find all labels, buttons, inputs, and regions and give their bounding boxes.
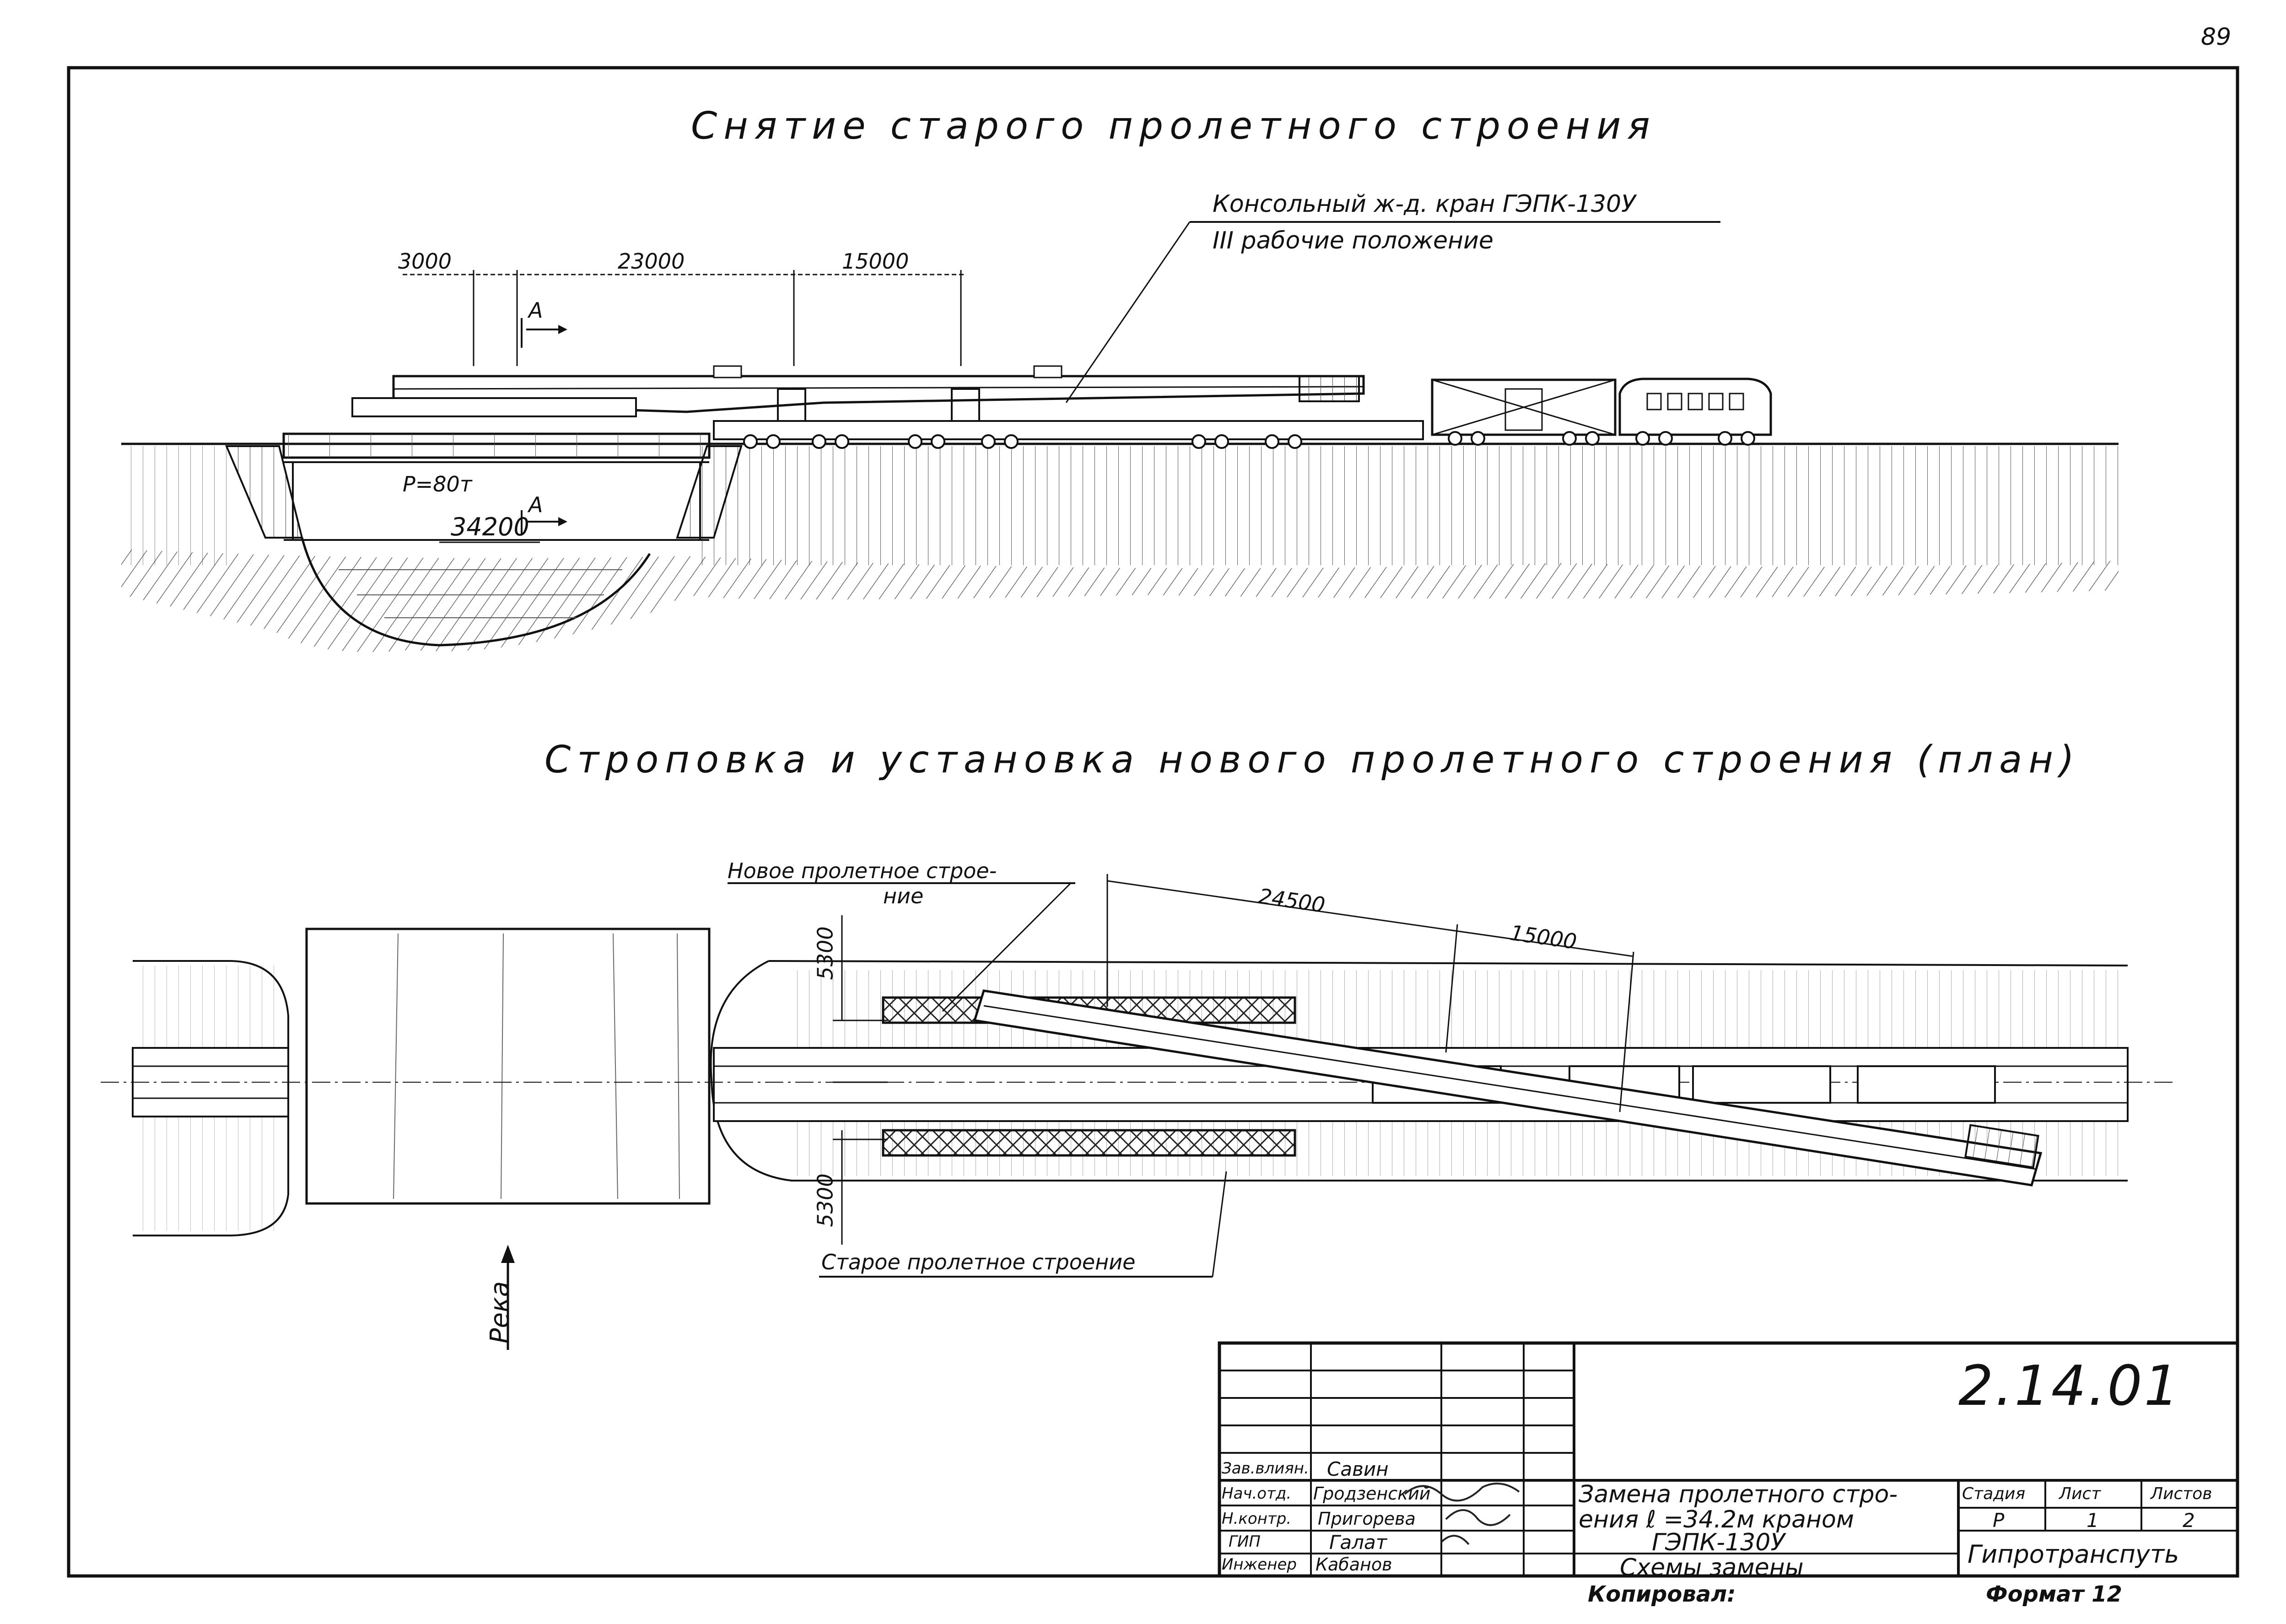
plan-title: Строповка и установка нового пролетного … xyxy=(545,738,2081,782)
crane-label: Консольный ж-д. кран ГЭПК-130У xyxy=(1213,190,1636,218)
page-number: 89 xyxy=(2201,23,2232,51)
boxcar xyxy=(1431,378,1617,446)
description-line2: ения ℓ =34.2м краном xyxy=(1579,1506,1855,1533)
dimension-23000: 23000 xyxy=(618,249,685,274)
new-span-label-line1: Новое пролетное строе- xyxy=(728,858,997,883)
stage-value: Р xyxy=(1993,1509,2005,1532)
format-label: Формат 12 xyxy=(1986,1581,2122,1607)
name-1: Савин xyxy=(1327,1458,1389,1480)
riverbed xyxy=(301,537,651,647)
role-2: Нач.отд. xyxy=(1222,1484,1292,1503)
swung-boom xyxy=(973,989,2043,1187)
name-2: Гродзенский xyxy=(1313,1484,1431,1504)
dimension-3000: 3000 xyxy=(398,249,452,274)
old-span xyxy=(882,1129,1296,1157)
left-bank xyxy=(133,960,289,1236)
old-span-truss xyxy=(282,432,711,541)
drawing-code: 2.14.01 xyxy=(1958,1354,2181,1418)
name-4: Галат xyxy=(1329,1531,1387,1554)
role-4: ГИП xyxy=(1229,1532,1261,1551)
name-3: Пригорева xyxy=(1318,1509,1416,1529)
section-a-top: А xyxy=(528,298,543,323)
crane-boom xyxy=(351,365,1365,417)
elevation-dimensions xyxy=(403,270,965,543)
river-arrow xyxy=(501,1245,515,1350)
load-label: P=80т xyxy=(403,472,472,496)
role-5: Инженер xyxy=(1222,1555,1297,1574)
locomotive xyxy=(1618,378,1772,446)
crane-carriages xyxy=(713,388,1424,449)
sheet-value: 1 xyxy=(2087,1509,2099,1532)
sheets-header: Листов xyxy=(2151,1484,2212,1503)
plan-dimensions xyxy=(833,874,1634,1245)
plan-view xyxy=(101,874,2173,1350)
elevation-title: Снятие старого пролетного строения xyxy=(691,104,1656,148)
description-line1: Замена пролетного стро- xyxy=(1579,1481,1898,1508)
river-label: Река xyxy=(485,1281,515,1344)
drawing-frame xyxy=(67,66,2239,1578)
new-span-label-line2: ние xyxy=(883,884,924,908)
dimension-5300-top: 5300 xyxy=(813,926,838,980)
role-3: Н.контр. xyxy=(1222,1510,1292,1528)
copied-label: Копировал: xyxy=(1588,1581,1736,1607)
elevation-view xyxy=(121,221,2119,652)
sheets-value: 2 xyxy=(2183,1509,2195,1532)
description-line3: ГЭПК-130У xyxy=(1652,1529,1785,1556)
span-length: 34200 xyxy=(451,513,529,541)
section-a-bottom: А xyxy=(528,492,543,517)
sheet-header: Лист xyxy=(2059,1484,2101,1503)
drawing-subtitle: Схемы замены xyxy=(1620,1554,1804,1581)
river-channel xyxy=(305,928,711,1205)
dimension-15000: 15000 xyxy=(842,249,909,274)
signatures xyxy=(1404,1483,1520,1545)
right-bank xyxy=(710,960,2128,1182)
title-block-grid xyxy=(1218,1341,2239,1578)
left-abutment xyxy=(225,445,303,539)
crane-position-label: III рабочие положение xyxy=(1213,227,1493,254)
organization: Гипротранспуть xyxy=(1968,1540,2179,1569)
crane-leader-line xyxy=(1065,221,1191,403)
name-5: Кабанов xyxy=(1316,1554,1392,1575)
right-abutment xyxy=(676,445,743,539)
stage-header: Стадия xyxy=(1962,1484,2026,1503)
dimension-5300-bottom: 5300 xyxy=(813,1173,838,1227)
old-span-label: Старое пролетное строение xyxy=(821,1250,1136,1274)
role-1: Зав.влиян. xyxy=(1222,1459,1309,1478)
